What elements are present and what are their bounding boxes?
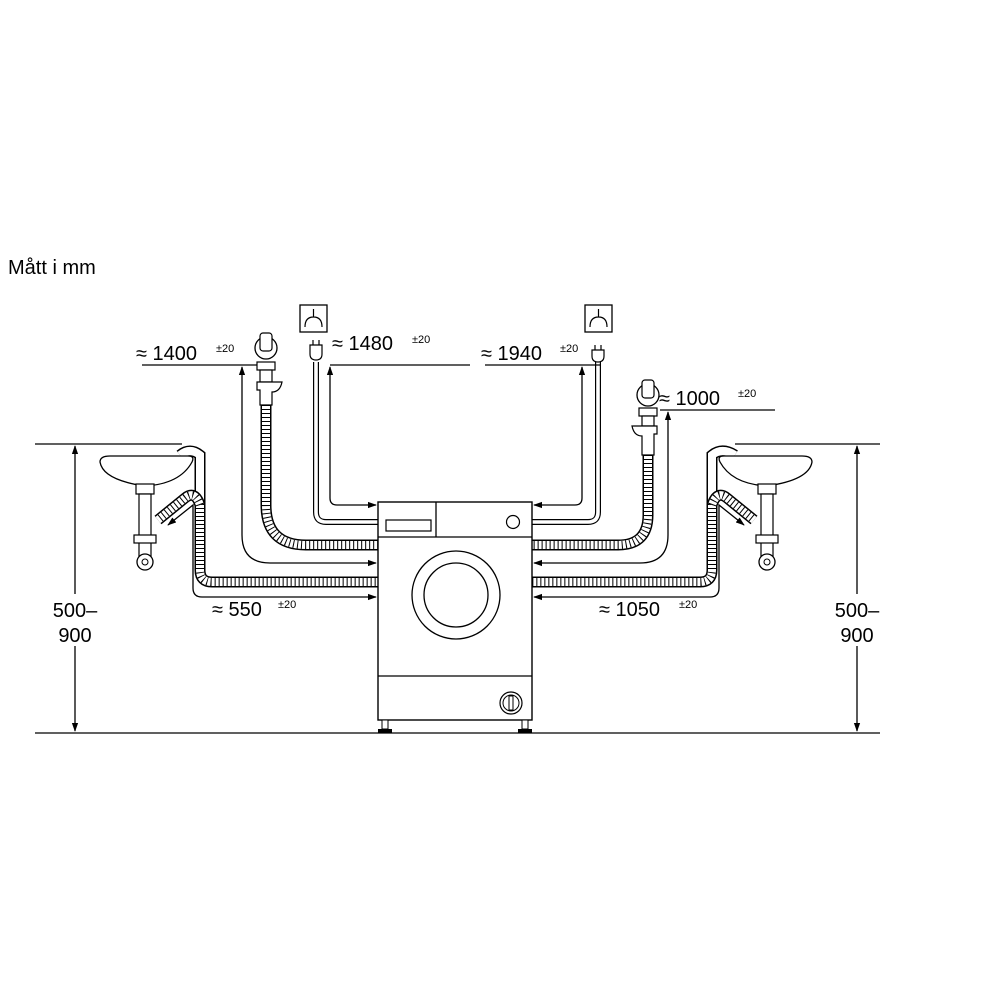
right-inlet-tolerance: ±20 <box>738 388 756 400</box>
floor-and-height-lines <box>35 443 880 734</box>
left-power-cable <box>313 362 378 525</box>
left-power-dimension-arrow <box>326 366 377 509</box>
left-plug-icon <box>309 340 323 361</box>
right-height-line2: 900 <box>840 625 873 647</box>
right-inlet-length: ≈ 1000 <box>659 388 720 410</box>
program-knob <box>505 514 521 530</box>
right-drain-length: ≈ 1050 <box>599 599 660 621</box>
left-power-socket-icon <box>299 304 328 333</box>
right-power-tolerance: ±20 <box>560 343 578 355</box>
left-inlet-length: ≈ 1400 <box>136 343 197 365</box>
right-sink <box>718 455 813 571</box>
left-power-length: ≈ 1480 <box>332 333 393 355</box>
left-drain-length: ≈ 550 <box>212 599 262 621</box>
left-inlet-tolerance: ±20 <box>216 343 234 355</box>
units-label: Mått i mm <box>8 257 96 279</box>
left-height-line1: 500– <box>53 600 98 622</box>
washing-machine <box>377 501 533 733</box>
right-drain-tolerance: ±20 <box>679 599 697 611</box>
right-water-tap-icon <box>631 379 660 456</box>
left-drain-tolerance: ±20 <box>278 599 296 611</box>
right-power-cable <box>532 362 601 525</box>
right-power-dimension-arrow <box>533 366 586 509</box>
right-inlet-hose <box>532 455 654 551</box>
right-power-socket-icon <box>584 304 613 333</box>
right-height-line1: 500– <box>835 600 880 622</box>
left-power-tolerance: ±20 <box>412 334 430 346</box>
right-drain-dimension-arrow <box>533 503 745 601</box>
left-sink <box>99 455 194 571</box>
left-height-line2: 900 <box>58 625 91 647</box>
machine-display <box>385 519 432 532</box>
left-water-tap-icon <box>254 332 283 406</box>
right-power-length: ≈ 1940 <box>481 343 542 365</box>
left-drain-dimension-arrow <box>167 503 377 601</box>
right-plug-icon <box>591 345 605 363</box>
